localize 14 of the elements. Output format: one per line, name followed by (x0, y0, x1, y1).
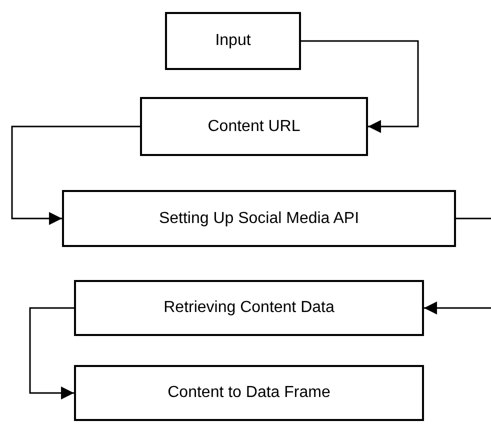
process-box (165, 12, 301, 70)
connector-arrow (424, 218, 491, 314)
connector-arrow (11, 126, 140, 225)
box-label: Content to Data Frame (168, 384, 330, 402)
box-label: Content URL (208, 118, 300, 136)
box-label: Setting Up Social Media API (158, 210, 360, 228)
process-box (74, 280, 424, 336)
process-box (74, 365, 424, 421)
process-box (62, 190, 456, 247)
box-label: Input (215, 32, 251, 50)
box-label: Retrieving Content Data (164, 299, 334, 317)
connector-arrow (301, 40, 419, 133)
process-box (140, 97, 368, 156)
connector-arrow (29, 307, 74, 400)
